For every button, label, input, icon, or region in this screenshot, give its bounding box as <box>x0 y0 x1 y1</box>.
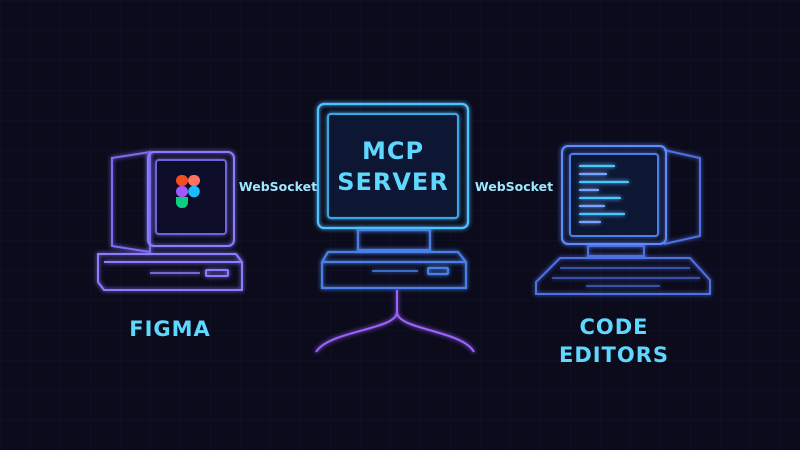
figma-logo-icon <box>176 175 200 208</box>
editor-monitor <box>561 145 667 245</box>
server-monitor <box>316 102 470 230</box>
connection-figma-server: WebSocket <box>239 179 317 208</box>
connection-server-editors: WebSocket <box>475 179 553 208</box>
figma-monitor <box>147 151 235 247</box>
server-title-line1: MCP <box>362 137 424 165</box>
code-lines-icon <box>578 164 630 224</box>
server-cables <box>315 290 475 353</box>
figma-computer <box>97 150 243 291</box>
editor-keyboard <box>535 257 711 295</box>
editors-label-line1: CODE <box>579 315 648 339</box>
websocket-label-right: WebSocket <box>475 179 553 194</box>
mcp-server-computer <box>316 102 470 290</box>
websocket-label-left: WebSocket <box>239 179 317 194</box>
figma-base-unit <box>97 253 243 291</box>
server-title-line2: SERVER <box>337 168 449 196</box>
server-screen <box>326 112 460 220</box>
editors-label-line2: EDITORS <box>559 343 669 367</box>
figma-screen <box>155 159 227 235</box>
figma-label: FIGMA <box>129 317 211 341</box>
